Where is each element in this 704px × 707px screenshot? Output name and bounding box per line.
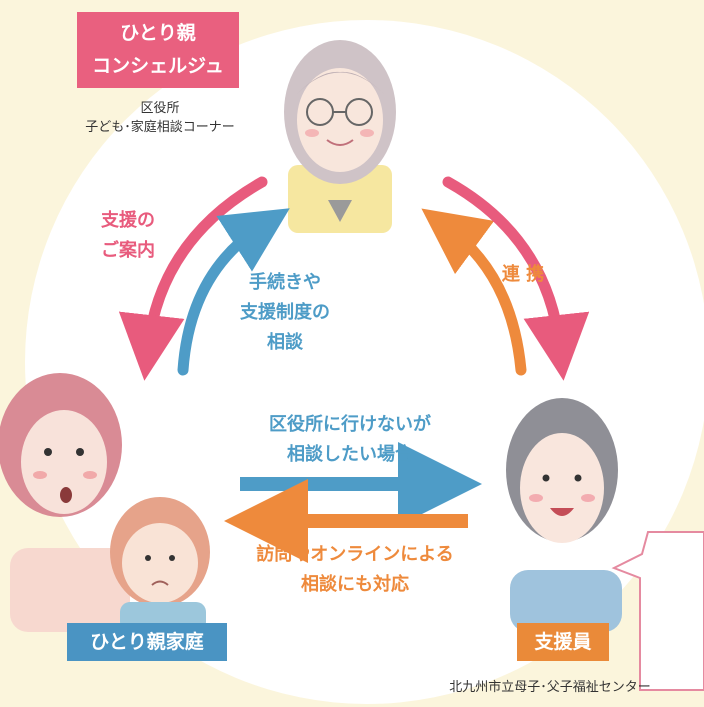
concierge-place-line2: 子ども･家庭相談コーナー	[85, 120, 235, 135]
family-label: ひとり親家庭	[67, 623, 227, 661]
concierge-title-line1: ひとり親	[120, 22, 196, 44]
guidance-line1: 支援の	[101, 210, 155, 231]
concierge-place: 区役所 子ども･家庭相談コーナー	[55, 99, 265, 137]
to-family-line2: 相談にも対応	[301, 574, 409, 595]
supporter-label: 支援員	[517, 623, 609, 661]
consult-arrow	[177, 208, 290, 376]
consult-line1: 手続きや	[249, 272, 321, 293]
return-arrow	[442, 176, 590, 381]
to-family-label: 訪問やオンラインによる 相談にも対応	[205, 540, 505, 600]
consult-line3: 相談	[267, 332, 303, 353]
speech-bubble-edge	[611, 531, 704, 691]
to-supporter-line1: 区役所に行けないが	[269, 414, 431, 435]
consult-line2: 支援制度の	[240, 302, 330, 323]
guidance-label: 支援の ご案内	[78, 206, 178, 266]
supporter-illustration	[506, 398, 622, 632]
cooperation-label: 連 携	[501, 264, 545, 285]
concierge-title-box: ひとり親 コンシェルジュ	[77, 12, 239, 88]
guidance-arrow	[118, 176, 268, 381]
concierge-place-line1: 区役所	[140, 101, 180, 116]
supporter-place: 北九州市立母子･父子福祉センター	[449, 680, 651, 695]
to-family-line1: 訪問やオンラインによる	[256, 544, 454, 565]
guidance-line2: ご案内	[101, 240, 155, 261]
to-supporter-line2: 相談したい場合	[287, 444, 413, 465]
to-supporter-label: 区役所に行けないが 相談したい場合	[220, 410, 480, 470]
concierge-title-line2: コンシェルジュ	[92, 55, 224, 77]
consult-label: 手続きや 支援制度の 相談	[210, 268, 360, 358]
concierge-illustration	[284, 40, 396, 233]
cooperation-arrow	[421, 208, 527, 376]
